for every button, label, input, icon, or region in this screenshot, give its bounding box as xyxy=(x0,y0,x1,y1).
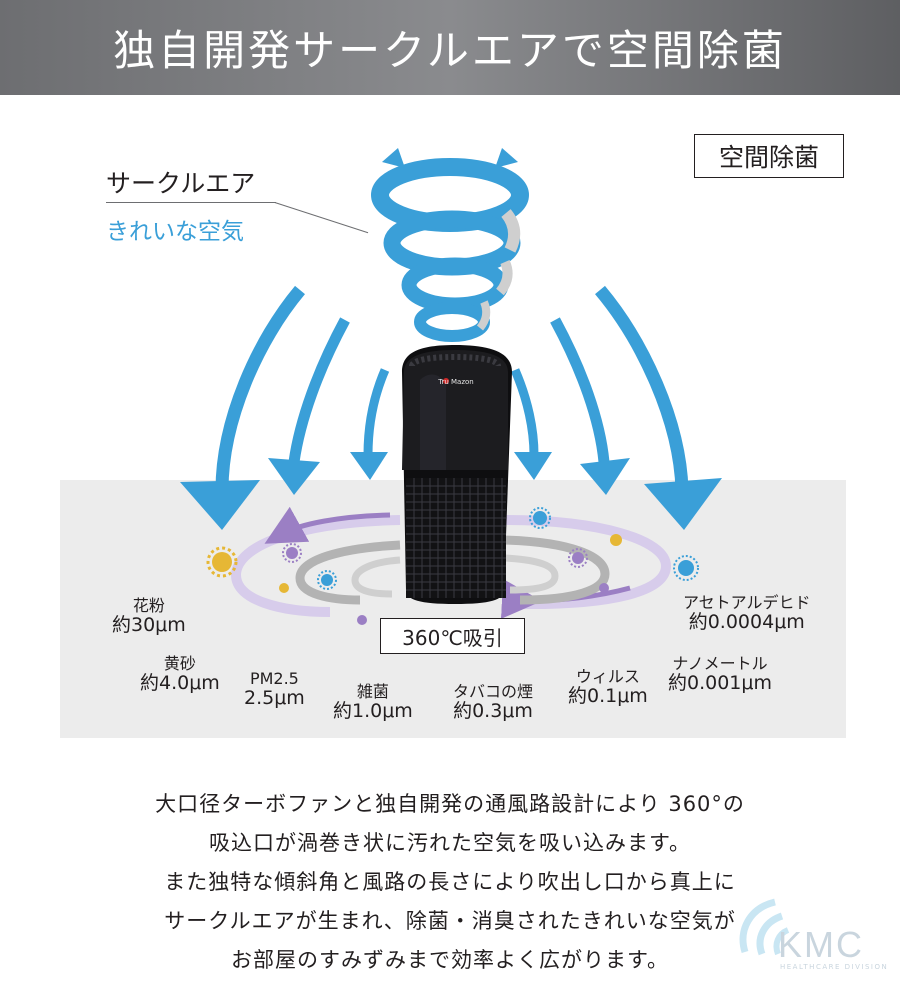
particle-tobacco-smoke: タバコの煙 約0.3μm xyxy=(453,682,534,723)
particle-name: ナノメートル xyxy=(672,654,768,673)
particle-pm25: PM2.5 2.5μm xyxy=(244,669,305,710)
clean-air-label: きれいな空気 xyxy=(106,219,244,245)
circle-air-swirl-icon xyxy=(371,148,529,342)
particle-size: 約0.001μm xyxy=(668,672,772,695)
particle-name: 雑菌 xyxy=(356,682,389,701)
particle-size: 約0.3μm xyxy=(453,700,533,723)
particle-size: 約4.0μm xyxy=(140,672,220,695)
header-title: 独自開発サークルエアで空間除菌 xyxy=(113,26,787,75)
particle-size: 約1.0μm xyxy=(333,700,413,723)
tiny-particle-icon xyxy=(599,583,609,593)
description-line: サークルエアが生まれ、除菌・消臭されたきれいな空気が xyxy=(164,909,736,933)
description-line: 大口径ターボファンと独自開発の通風路設計により 360°の xyxy=(155,792,745,816)
space-sterilization-badge: 空間除菌 xyxy=(694,134,844,178)
particle-name: 黄砂 xyxy=(163,654,196,673)
intake-grille xyxy=(406,478,506,598)
air-purifier-device: Tru Mazon xyxy=(402,345,512,604)
particle-virus: ウィルス 約0.1μm xyxy=(568,667,648,708)
description-line: 吸込口が渦巻き状に汚れた空気を吸い込みます。 xyxy=(209,831,691,855)
description-line: また独特な傾斜角と風路の長さにより吹出し口から真上に xyxy=(164,870,736,894)
kmc-logo-subtext: HEALTHCARE DIVISION xyxy=(780,963,889,971)
pm25-particle-icon xyxy=(282,543,302,563)
downward-airflow-arrows-icon xyxy=(180,285,722,530)
description-line: お部屋のすみずみまで効率よく広がります。 xyxy=(231,948,669,972)
intake-swirl-icon xyxy=(230,506,672,619)
particle-yellow-dust: 黄砂 約4.0μm xyxy=(140,654,220,695)
particle-name: 花粉 xyxy=(132,596,165,615)
brand-logo-icon xyxy=(443,378,449,384)
particle-size: 2.5μm xyxy=(244,687,305,710)
particle-name: タバコの煙 xyxy=(453,682,534,701)
virus-particle-icon xyxy=(529,507,551,529)
pollen-particle-icon xyxy=(206,546,238,578)
pollen-small-particle-icon xyxy=(610,534,622,546)
yellow-dust-particle-icon xyxy=(279,583,289,593)
particle-acetaldehyde: アセトアルデヒド 約0.0004μm xyxy=(683,593,811,634)
circle-air-label: サークルエア xyxy=(106,169,256,198)
particle-nanometer: ナノメートル 約0.001μm xyxy=(668,654,772,695)
acetaldehyde-particle-icon xyxy=(673,555,699,581)
smoke-particle-icon xyxy=(357,615,367,625)
particle-name: アセトアルデヒド xyxy=(683,593,811,612)
nano-particle-icon xyxy=(568,548,588,568)
header-banner: 独自開発サークルエアで空間除菌 xyxy=(0,0,900,95)
intake-360-label: 360℃吸引 xyxy=(380,618,525,654)
particle-size: 約0.0004μm xyxy=(688,611,805,634)
bacteria-particle-icon xyxy=(317,570,337,590)
description-text: 大口径ターボファンと独自開発の通風路設計により 360°の 吸込口が渦巻き状に汚… xyxy=(0,785,900,980)
particle-name: PM2.5 xyxy=(249,669,299,688)
particle-size: 約0.1μm xyxy=(568,685,648,708)
kmc-logo-text: KMC xyxy=(778,924,864,965)
particle-size: 約30μm xyxy=(112,614,186,637)
particle-name: ウィルス xyxy=(575,667,640,686)
particle-pollen: 花粉 約30μm xyxy=(112,596,186,637)
label-leader-line xyxy=(106,202,276,203)
device-brand: Tru Mazon xyxy=(437,378,474,386)
kmc-logo-icon xyxy=(739,898,790,956)
particle-bacteria: 雑菌 約1.0μm xyxy=(333,682,413,723)
